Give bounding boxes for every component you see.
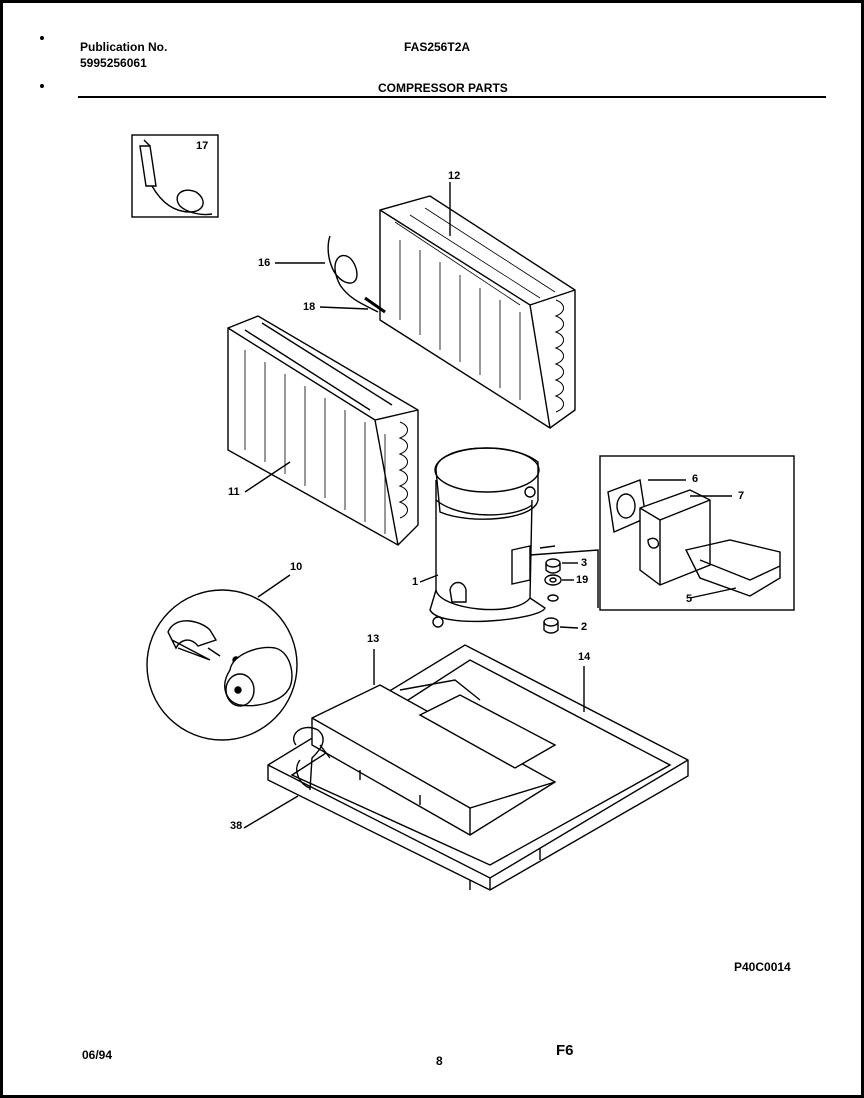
callout-13: 13 [367,633,380,645]
part-17-inset [131,134,219,218]
callout-19: 19 [576,574,589,586]
terminal-cover-inset [599,455,795,611]
page-number: 8 [436,1054,443,1068]
figure-number: F6 [556,1042,574,1059]
part-10-inset [146,589,298,741]
publication-number: 5995256061 [80,56,147,70]
evaporator-coil-11 [227,315,419,546]
compressor-1 [429,447,599,628]
callout-3: 3 [581,557,588,569]
callout-10: 10 [290,561,303,573]
footer-date: 06/94 [82,1048,113,1062]
callout-18: 18 [303,301,316,313]
publication-label: Publication No. [80,40,168,54]
callout-1: 1 [412,576,419,588]
callout-17: 17 [196,140,209,152]
callout-6: 6 [692,473,699,485]
punch-mark [40,84,44,88]
callout-11: 11 [228,486,240,498]
section-title: COMPRESSOR PARTS [378,81,508,95]
punch-mark [40,36,44,40]
callout-2: 2 [581,621,588,633]
callout-16: 16 [258,257,271,269]
callout-38: 38 [230,820,243,832]
diagram-code: P40C0014 [734,960,791,974]
condenser-coil-12 [379,195,576,429]
callout-5: 5 [686,593,693,605]
partition-13 [311,679,557,836]
callout-7: 7 [738,490,745,502]
model-number: FAS256T2A [404,40,471,54]
callout-14: 14 [578,651,591,663]
callout-12: 12 [448,170,461,182]
